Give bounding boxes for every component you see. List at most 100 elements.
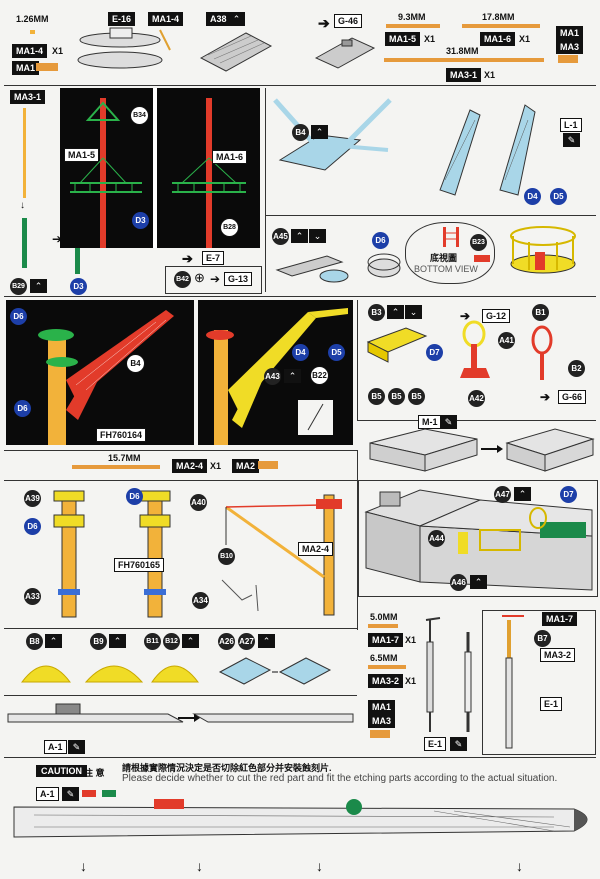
length-label: 5.0MM: [370, 612, 398, 622]
step-a44-panel: [358, 480, 598, 597]
brass-rod-swatch: [30, 30, 35, 34]
quantity: X1: [405, 676, 417, 686]
divider: [4, 296, 596, 297]
part-callout: A41: [498, 332, 515, 349]
bottom-view-label-cn: 底視圖: [430, 253, 458, 263]
part-label: G-66: [558, 390, 587, 404]
fold-up-icon: ⌃: [470, 575, 487, 589]
arrow-right-icon: ➔: [540, 390, 551, 404]
part-callout: D6: [10, 308, 27, 325]
part-label: A-1: [36, 787, 59, 801]
fold-up-icon: ⌃: [45, 634, 62, 648]
step-e16-panel: E-16 MA1-4: [70, 10, 185, 80]
fold-down-icon: ⌄: [405, 305, 422, 319]
deckhouse-drawing: [369, 428, 595, 472]
part-callout: D6: [126, 488, 143, 505]
length-label: 9.3MM: [398, 12, 426, 22]
part-label: E-1: [424, 737, 447, 751]
part-label: A-1: [44, 740, 67, 754]
part-label: G-12: [482, 309, 511, 323]
fold-up-icon: ⌃: [182, 634, 199, 648]
part-callout: B1: [532, 304, 549, 321]
quantity: X1: [52, 46, 64, 56]
railings-drawing: [20, 665, 200, 683]
caution-label-cn: 注 意: [84, 768, 105, 778]
length-label: 1.26MM: [16, 14, 49, 24]
part-callout: D3: [132, 212, 149, 229]
part-label: FH760165: [114, 558, 165, 572]
part-callout: B29: [10, 278, 27, 295]
part-callout: B34: [130, 106, 149, 125]
arrow-right-icon: ➔: [52, 232, 63, 246]
part-callout: B10: [218, 548, 235, 565]
divider: [265, 88, 266, 292]
green-mast: [75, 228, 80, 274]
part-callout: A46: [450, 574, 467, 591]
quantity: X1: [424, 34, 436, 44]
lamp-drawing-b: [531, 325, 553, 380]
step-b42-panel: B42 ⊕ ➔ G-13: [165, 266, 262, 294]
part-label: G-13: [224, 272, 253, 286]
lifeboat-drawing: [77, 27, 171, 69]
part-callout: B4: [292, 124, 309, 141]
material-swatch: [558, 55, 578, 63]
green-mast: [22, 218, 27, 268]
green-part-swatch: [102, 790, 116, 797]
part-label: MA2-4: [298, 542, 334, 556]
part-callout: D6: [24, 518, 41, 535]
part-callout: B4: [126, 354, 145, 373]
red-part-swatch: [82, 790, 96, 797]
rod-swatch: [386, 24, 440, 28]
part-callout: B12: [163, 633, 180, 650]
arrow-right-icon: ➔: [460, 309, 471, 323]
divider: [4, 628, 357, 629]
rod-swatch: [368, 665, 406, 669]
part-callout: A34: [192, 592, 209, 609]
arrow-down-icon: ↓: [316, 858, 323, 874]
material-label: MA1: [556, 26, 584, 40]
brush-icon: ✎: [68, 740, 85, 754]
fold-up-icon: ⌃: [514, 487, 531, 501]
part-label: E-7: [202, 251, 225, 265]
brush-icon: ✎: [450, 737, 467, 751]
railing-drawing: [366, 327, 428, 363]
part-label: MA1-6: [212, 150, 248, 164]
fold-up-icon: ⌃: [228, 12, 245, 26]
brush-icon: ✎: [62, 787, 79, 801]
material-label: MA1: [368, 700, 396, 714]
part-label: L-1: [560, 118, 582, 132]
mast-detail-drawing: [502, 615, 524, 749]
fold-up-icon: ⌃: [387, 305, 404, 319]
part-callout: B9: [90, 633, 107, 650]
fold-up-icon: ⌃: [109, 634, 126, 648]
divider: [4, 757, 596, 758]
part-callout: B22: [310, 366, 329, 385]
part-callout: A45: [272, 228, 289, 245]
material-swatch: [36, 63, 58, 71]
part-label: MA1-7: [368, 633, 404, 647]
part-callout: A26: [218, 633, 235, 650]
part-callout: D4: [524, 188, 541, 205]
superstructure-drawing: [364, 489, 593, 591]
fold-up-icon: ⌃: [258, 634, 275, 648]
part-callout: B42: [174, 271, 191, 288]
part-callout: B5: [368, 388, 385, 405]
part-callout: A42: [468, 390, 485, 407]
part-callout: A33: [24, 588, 41, 605]
arrow-down-icon: ↓: [20, 200, 25, 211]
quantity: X1: [405, 635, 417, 645]
shield-drawing: [218, 657, 332, 685]
crane-assembly-drawing-1: [38, 310, 174, 445]
part-label: MA3-2: [368, 674, 404, 688]
arrow-down-icon: ↓: [516, 858, 523, 874]
part-label: MA3-2: [540, 648, 576, 662]
part-label: MA3-1: [446, 68, 482, 82]
mast-drawing: [70, 88, 246, 248]
part-label: MA2-4: [172, 459, 208, 473]
fold-up-icon: ⌃: [30, 279, 47, 293]
brush-icon: ✎: [440, 415, 457, 429]
part-callout: B11: [144, 633, 161, 650]
crosshair-icon: ⊕: [194, 270, 205, 285]
fold-down-icon: ⌄: [309, 229, 326, 243]
quantity: X1: [519, 34, 531, 44]
